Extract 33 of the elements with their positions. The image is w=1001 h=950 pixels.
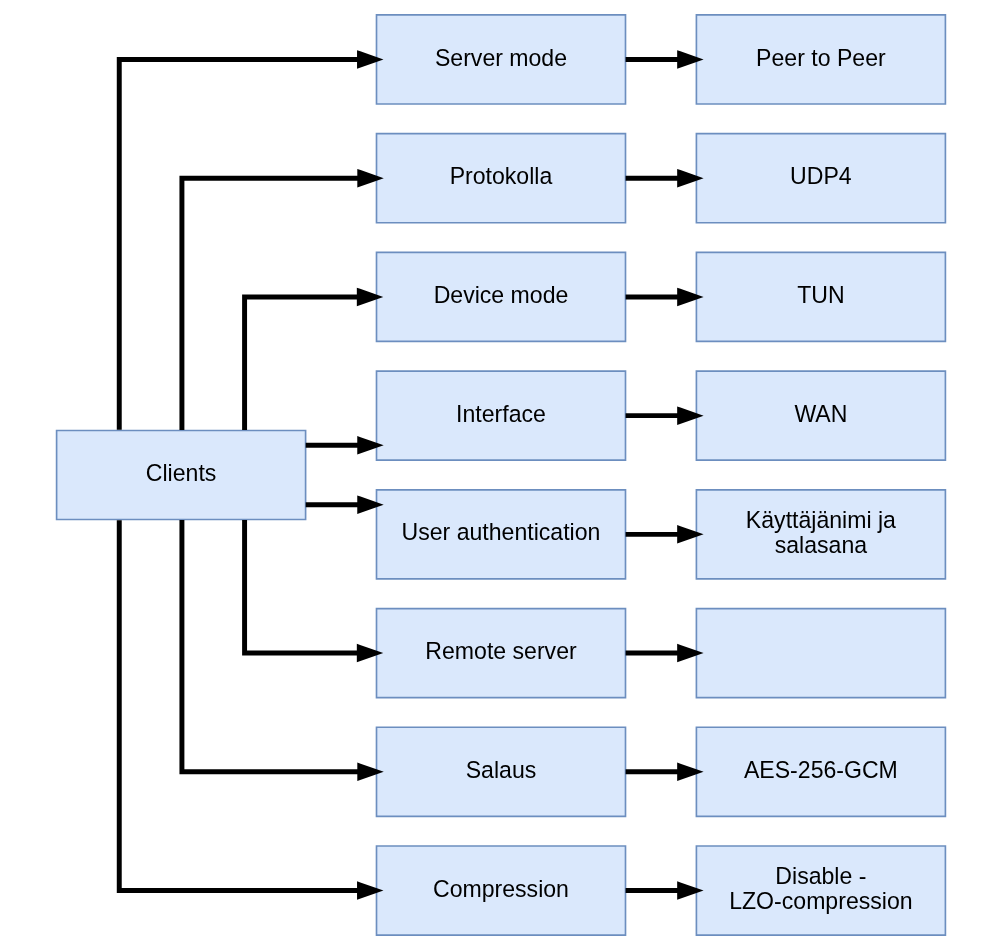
node-box: AES-256-GCM — [695, 726, 946, 818]
node-box: Protokolla — [375, 132, 626, 224]
arrow — [625, 50, 704, 69]
node-box: UDP4 — [695, 132, 946, 224]
node-box: Device mode — [375, 251, 626, 343]
node-box: Peer to Peer — [695, 14, 946, 105]
arrow — [116, 520, 383, 900]
node-box: Compression — [375, 845, 626, 936]
arrow — [625, 287, 704, 307]
arrow — [625, 643, 704, 663]
node-box: User authentication — [375, 489, 626, 580]
arrow — [625, 168, 704, 188]
arrow — [625, 406, 704, 425]
arrow — [625, 881, 704, 900]
node-box: Server mode — [375, 14, 626, 105]
node-box: TUN — [695, 251, 946, 343]
arrow — [305, 436, 384, 455]
node-box: Clients — [55, 429, 306, 521]
node-box: Salaus — [375, 726, 626, 818]
node-box: Käyttäjänimi ja salasana — [695, 489, 946, 580]
node-box — [695, 607, 946, 699]
arrow — [625, 762, 704, 782]
node-box: Remote server — [375, 607, 626, 699]
arrow — [178, 168, 384, 430]
arrow — [625, 525, 704, 544]
node-box: WAN — [695, 370, 946, 461]
node-box: Disable - LZO-compression — [695, 845, 946, 936]
arrow — [241, 287, 383, 431]
node-box: Interface — [375, 370, 626, 461]
arrow — [305, 495, 384, 514]
arrow — [178, 520, 384, 782]
arrow — [116, 50, 383, 430]
arrow — [241, 519, 383, 663]
